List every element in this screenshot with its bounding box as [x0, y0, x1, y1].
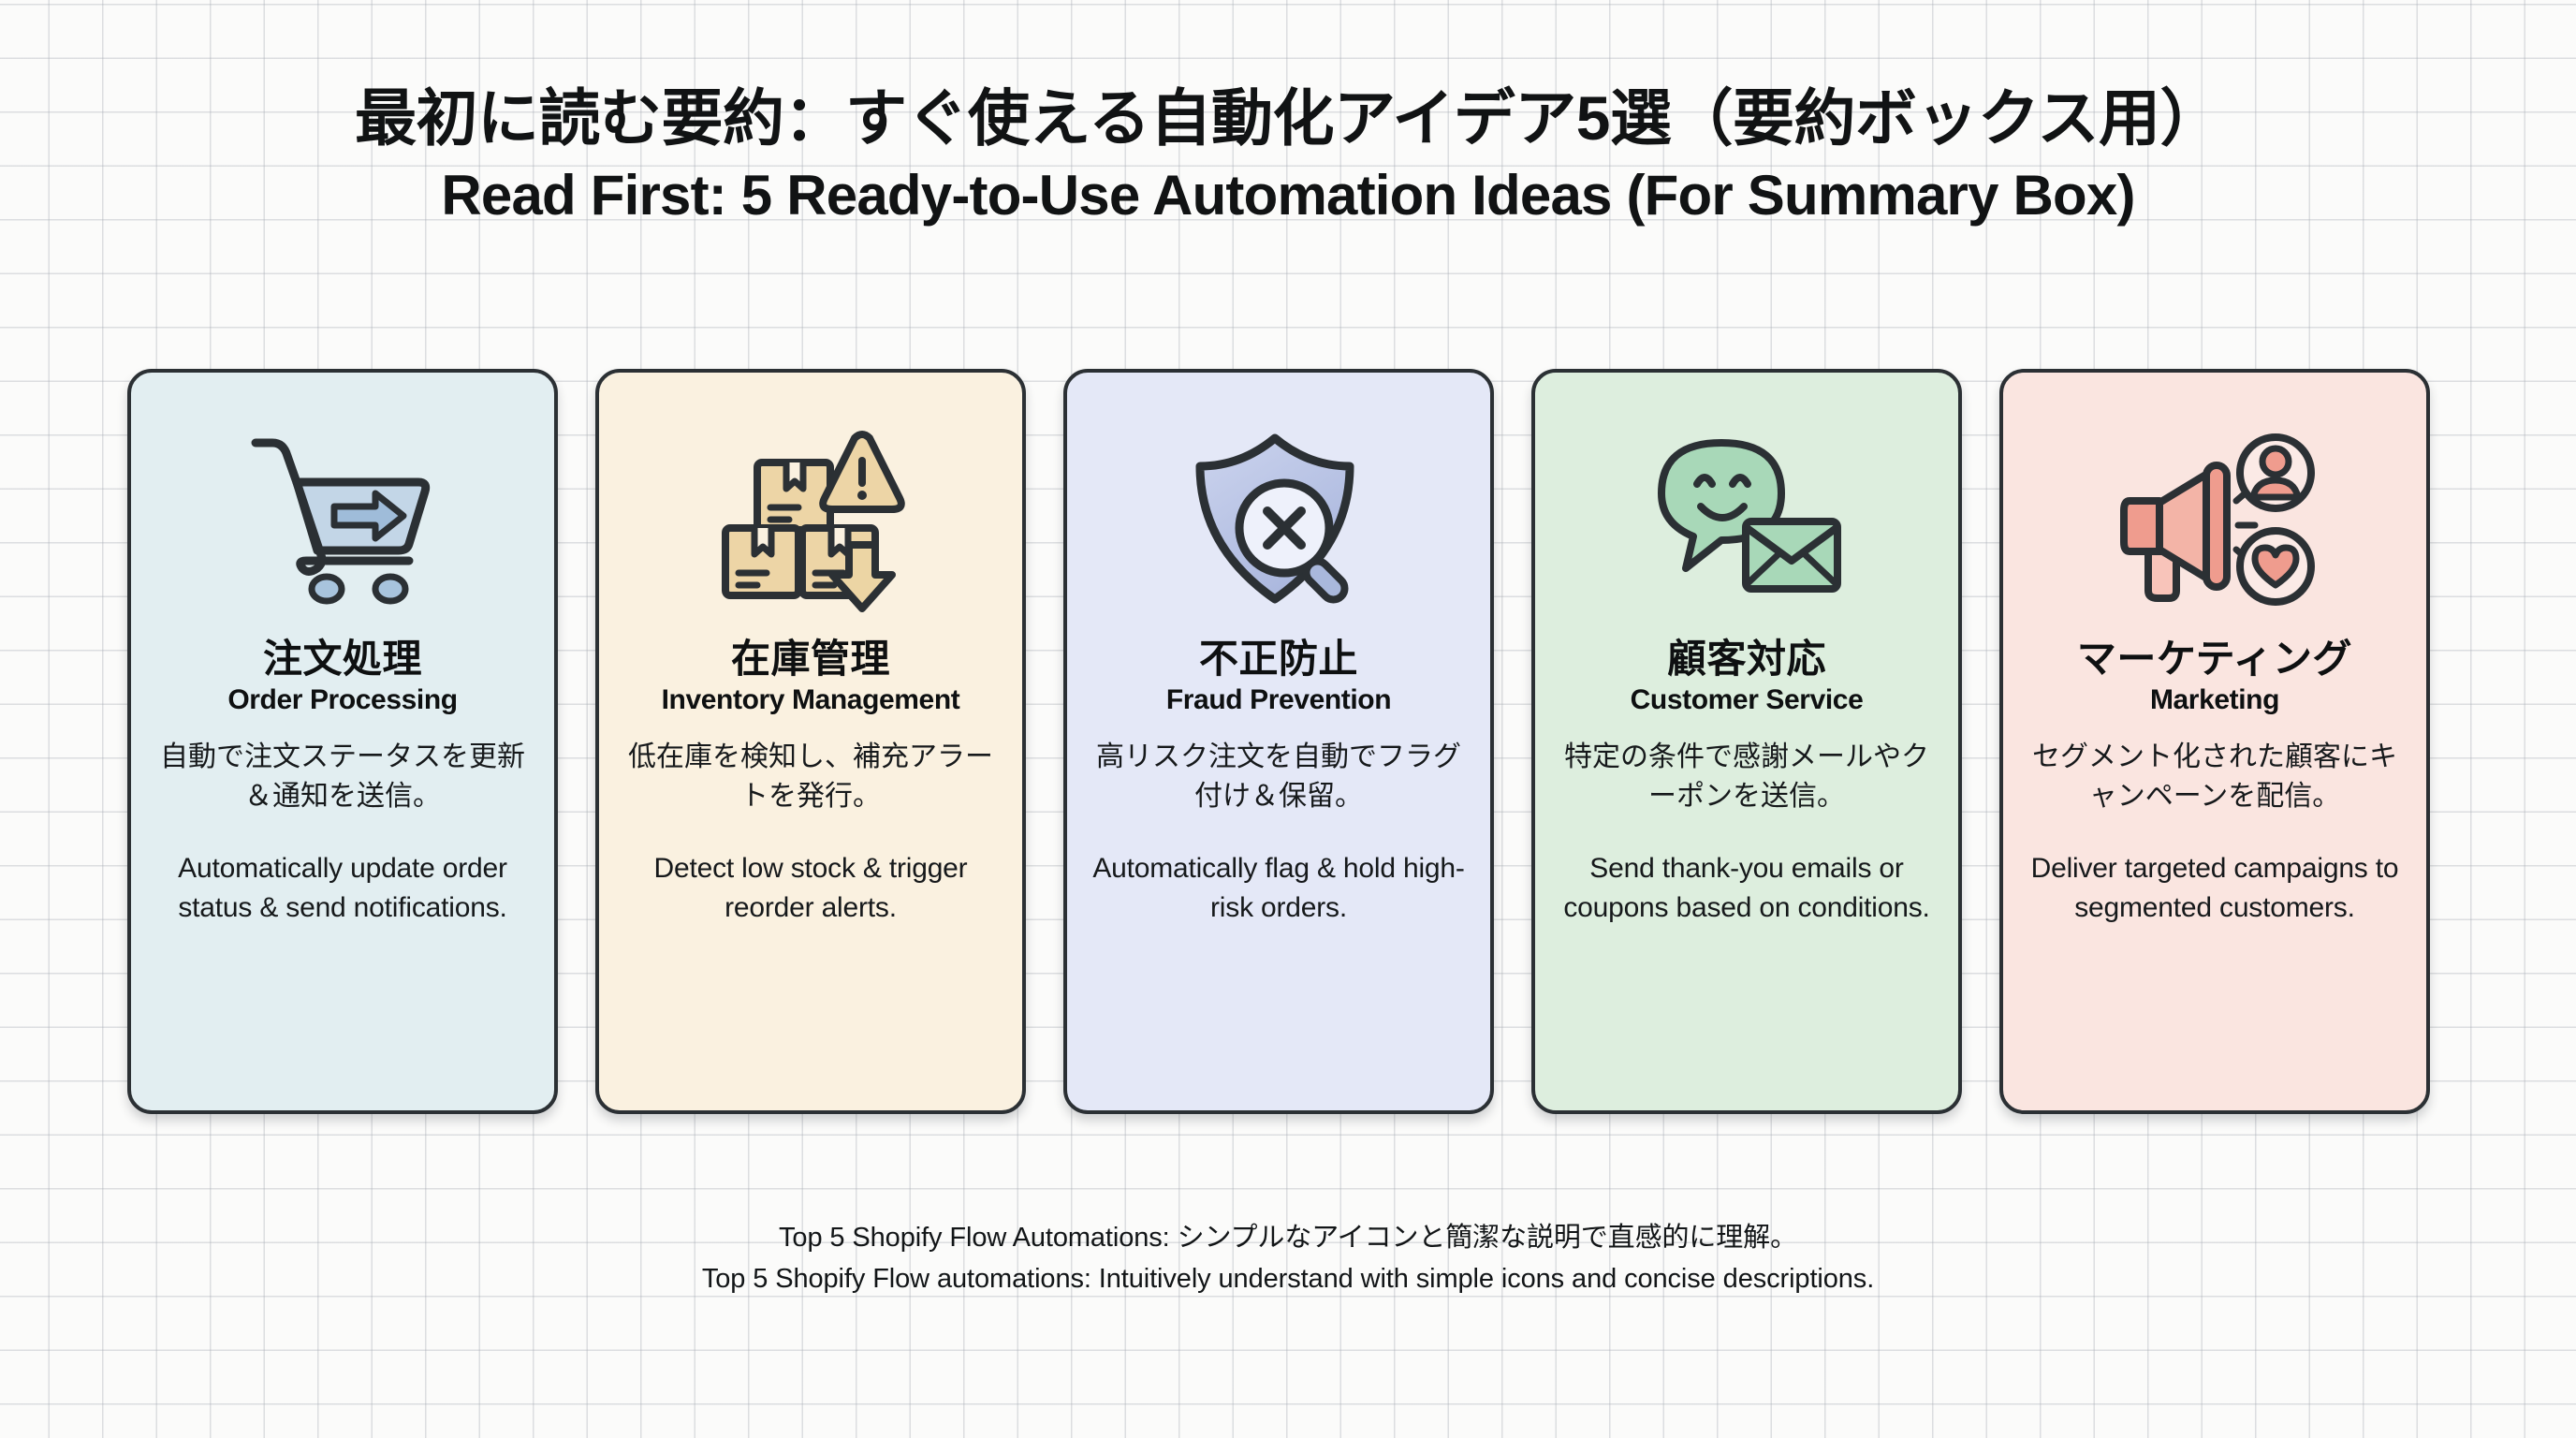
card-order-processing[interactable]: 注文処理 Order Processing 自動で注文ステータスを更新＆通知を送…: [127, 369, 558, 1114]
footer-caption-english: Top 5 Shopify Flow automations: Intuitiv…: [701, 1264, 1875, 1295]
megaphone-person-heart-icon: [2024, 421, 2406, 616]
automation-cards-row: 注文処理 Order Processing 自動で注文ステータスを更新＆通知を送…: [127, 369, 2451, 1114]
card-title-japanese: 在庫管理: [730, 637, 890, 681]
shopping-cart-arrow-icon: [152, 421, 534, 616]
card-title-japanese: 顧客対応: [1666, 637, 1826, 681]
card-description-japanese: 高リスク注文を自動でフラグ付け＆保留。: [1096, 741, 1461, 813]
card-description-english: Deliver targeted campaigns to segmented …: [2030, 852, 2399, 924]
card-description-english: Automatically update order status & send…: [178, 852, 507, 924]
card-description-japanese: 低在庫を検知し、補充アラートを発行。: [628, 741, 993, 813]
footer-caption-japanese: Top 5 Shopify Flow Automations: シンプルなアイコ…: [779, 1223, 1797, 1253]
smiley-speech-envelope-icon: [1556, 421, 1938, 616]
card-description-japanese: 自動で注文ステータスを更新＆通知を送信。: [160, 741, 525, 813]
footer-caption-block: Top 5 Shopify Flow Automations: シンプルなアイコ…: [0, 1217, 2576, 1299]
card-title-japanese: マーケティング: [2076, 637, 2353, 681]
card-title-english: Customer Service: [1630, 684, 1864, 716]
card-description-english: Automatically flag & hold high-risk orde…: [1092, 852, 1465, 924]
page-title-block: 最初に読む要約：すぐ使える自動化アイデア5選（要約ボックス用） Read Fir…: [0, 82, 2576, 229]
card-customer-service[interactable]: 顧客対応 Customer Service 特定の条件で感謝メールやクーポンを送…: [1531, 369, 1962, 1114]
card-title-english: Marketing: [2149, 684, 2280, 716]
card-inventory-management[interactable]: 在庫管理 Inventory Management 低在庫を検知し、補充アラート…: [595, 369, 1026, 1114]
page-title-english: Read First: 5 Ready-to-Use Automation Id…: [441, 163, 2135, 227]
card-title-english: Inventory Management: [661, 684, 960, 716]
boxes-warning-arrow-icon: [620, 421, 1002, 616]
card-title-english: Fraud Prevention: [1165, 684, 1392, 716]
card-title-japanese: 注文処理: [262, 637, 422, 681]
card-fraud-prevention[interactable]: 不正防止 Fraud Prevention 高リスク注文を自動でフラグ付け＆保留…: [1063, 369, 1494, 1114]
card-description-english: Send thank-you emails or coupons based o…: [1563, 852, 1930, 924]
card-description-english: Detect low stock & trigger reorder alert…: [653, 852, 968, 924]
card-title-english: Order Processing: [227, 684, 458, 716]
card-description-japanese: セグメント化された顧客にキャンペーンを配信。: [2032, 741, 2397, 813]
page-title-japanese: 最初に読む要約：すぐ使える自動化アイデア5選（要約ボックス用）: [355, 83, 2221, 153]
card-marketing[interactable]: マーケティング Marketing セグメント化された顧客にキャンペーンを配信。…: [1999, 369, 2430, 1114]
card-description-japanese: 特定の条件で感謝メールやクーポンを送信。: [1564, 741, 1929, 813]
card-title-japanese: 不正防止: [1198, 637, 1358, 681]
shield-magnifier-x-icon: [1088, 421, 1470, 616]
